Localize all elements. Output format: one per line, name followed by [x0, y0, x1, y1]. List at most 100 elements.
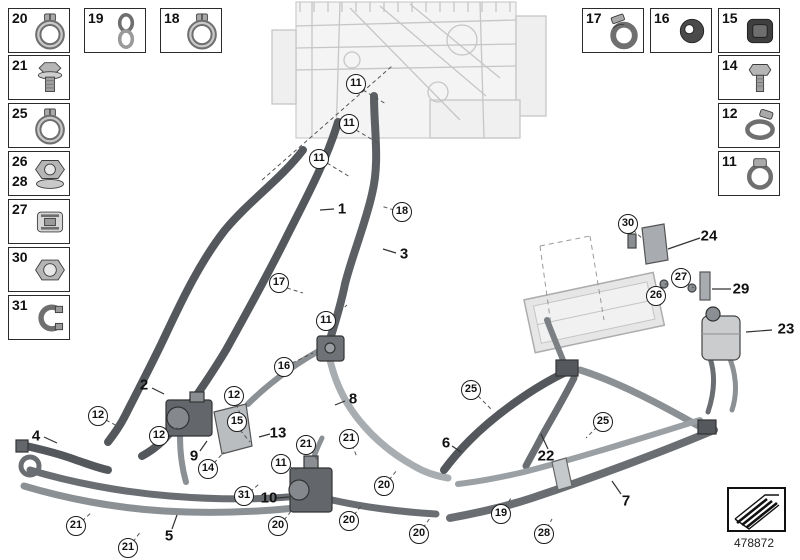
callout-circle-21[interactable]: 21 [339, 429, 359, 449]
callout-circle-12[interactable]: 12 [224, 386, 244, 406]
hose-3 [327, 92, 381, 340]
callout-circle-30[interactable]: 30 [618, 214, 638, 234]
callout-circle-14[interactable]: 14 [198, 459, 218, 479]
heater-connector [555, 359, 579, 377]
callout-circle-31[interactable]: 31 [234, 486, 254, 506]
bracket-7-holder [551, 457, 573, 491]
part-label-9[interactable]: 9 [189, 447, 199, 465]
legend-box-30[interactable]: 30 [8, 247, 70, 292]
grommet-icon [674, 12, 710, 50]
legend-box-31[interactable]: 31 [8, 295, 70, 340]
legend-box-15[interactable]: 15 [718, 8, 780, 53]
callout-circle-11[interactable]: 11 [309, 149, 329, 169]
heater-unit [523, 235, 666, 354]
part-label-4[interactable]: 4 [31, 427, 41, 445]
legend-box-14[interactable]: 14 [718, 55, 780, 100]
hose-5b [20, 482, 300, 516]
hose-4 [22, 442, 112, 474]
part-label-23[interactable]: 23 [777, 320, 795, 338]
callout-circle-21[interactable]: 21 [66, 516, 86, 536]
legend-box-27[interactable]: 27 [8, 199, 70, 244]
part-label-10[interactable]: 10 [260, 489, 278, 507]
hose-1 [104, 146, 307, 446]
callout-circle-21[interactable]: 21 [118, 538, 138, 558]
legend-box-11[interactable]: 11 [718, 151, 780, 196]
worm-clamp-icon [742, 107, 778, 145]
part-label-2[interactable]: 2 [139, 376, 149, 394]
callout-circle-20[interactable]: 20 [268, 516, 288, 536]
callout-circle-16[interactable]: 16 [274, 357, 294, 377]
callout-circle-11[interactable]: 11 [339, 114, 359, 134]
diagram-number: 478872 [733, 536, 775, 550]
callout-circle-19[interactable]: 19 [491, 504, 511, 524]
screw-clamp-icon [606, 12, 642, 50]
legend-number-21: 21 [12, 57, 28, 73]
part-label-6[interactable]: 6 [441, 434, 451, 452]
legend-number-26: 26 [12, 153, 28, 169]
legend-number-20: 20 [12, 10, 28, 26]
hose-clamp-icon [184, 12, 220, 50]
callout-circle-17[interactable]: 17 [269, 273, 289, 293]
bolt-icon [32, 59, 68, 97]
legend-top-left: 20 19 18 [8, 8, 222, 53]
legend-box-17[interactable]: 17 [582, 8, 644, 53]
legend-number-12: 12 [722, 105, 738, 121]
ring-clip-icon [32, 299, 68, 337]
legend-number-18: 18 [164, 10, 180, 26]
hose-6 [440, 368, 570, 474]
solid-leaders [43, 208, 773, 530]
part-label-1[interactable]: 1 [337, 200, 347, 218]
callout-circle-11[interactable]: 11 [316, 311, 336, 331]
cap-icon [742, 12, 778, 50]
callout-circle-26[interactable]: 26 [646, 286, 666, 306]
part-label-24[interactable]: 24 [700, 227, 718, 245]
legend-box-25[interactable]: 25 [8, 103, 70, 148]
part-label-3[interactable]: 3 [399, 245, 409, 263]
legend-box-20[interactable]: 20 [8, 8, 70, 53]
part-label-8[interactable]: 8 [348, 390, 358, 408]
legend-box-18[interactable]: 18 [160, 8, 222, 53]
flange-nut-icon [32, 155, 68, 193]
hose-9-link [245, 349, 320, 407]
part-label-29[interactable]: 29 [732, 280, 750, 298]
callout-circle-20[interactable]: 20 [409, 524, 429, 544]
callout-circle-11[interactable]: 11 [346, 74, 366, 94]
bolt-26 [659, 279, 669, 289]
legend-box-19[interactable]: 19 [84, 8, 146, 53]
callout-circle-25[interactable]: 25 [593, 412, 613, 432]
legend-box-21[interactable]: 21 [8, 55, 70, 100]
hose-7 [446, 426, 718, 522]
part-label-7[interactable]: 7 [621, 492, 631, 510]
callout-circle-18[interactable]: 18 [392, 202, 412, 222]
hose-clamp-icon [32, 12, 68, 50]
hatch-logo-icon [734, 494, 780, 530]
tank-connector [697, 419, 717, 435]
callout-circle-27[interactable]: 27 [671, 268, 691, 288]
callout-circle-12[interactable]: 12 [88, 406, 108, 426]
legend-box-12[interactable]: 12 [718, 103, 780, 148]
chain-clip-icon [108, 12, 144, 50]
callout-circle-20[interactable]: 20 [374, 476, 394, 496]
legend-box-16[interactable]: 16 [650, 8, 712, 53]
callout-circle-15[interactable]: 15 [227, 412, 247, 432]
callout-circle-12[interactable]: 12 [149, 426, 169, 446]
callout-circle-11[interactable]: 11 [271, 454, 291, 474]
callout-circle-21[interactable]: 21 [296, 435, 316, 455]
hose-10-out [328, 496, 440, 518]
part-label-22[interactable]: 22 [537, 447, 555, 465]
tank-hose-a [705, 355, 717, 415]
callout-circle-28[interactable]: 28 [534, 524, 554, 544]
bracket-29 [699, 271, 711, 301]
part-label-5[interactable]: 5 [164, 527, 174, 545]
hose-5a [26, 466, 302, 503]
part-label-13[interactable]: 13 [269, 424, 287, 442]
legend-right-column: 14 12 11 [718, 55, 780, 196]
callout-circle-25[interactable]: 25 [461, 380, 481, 400]
callout-circle-20[interactable]: 20 [339, 511, 359, 531]
